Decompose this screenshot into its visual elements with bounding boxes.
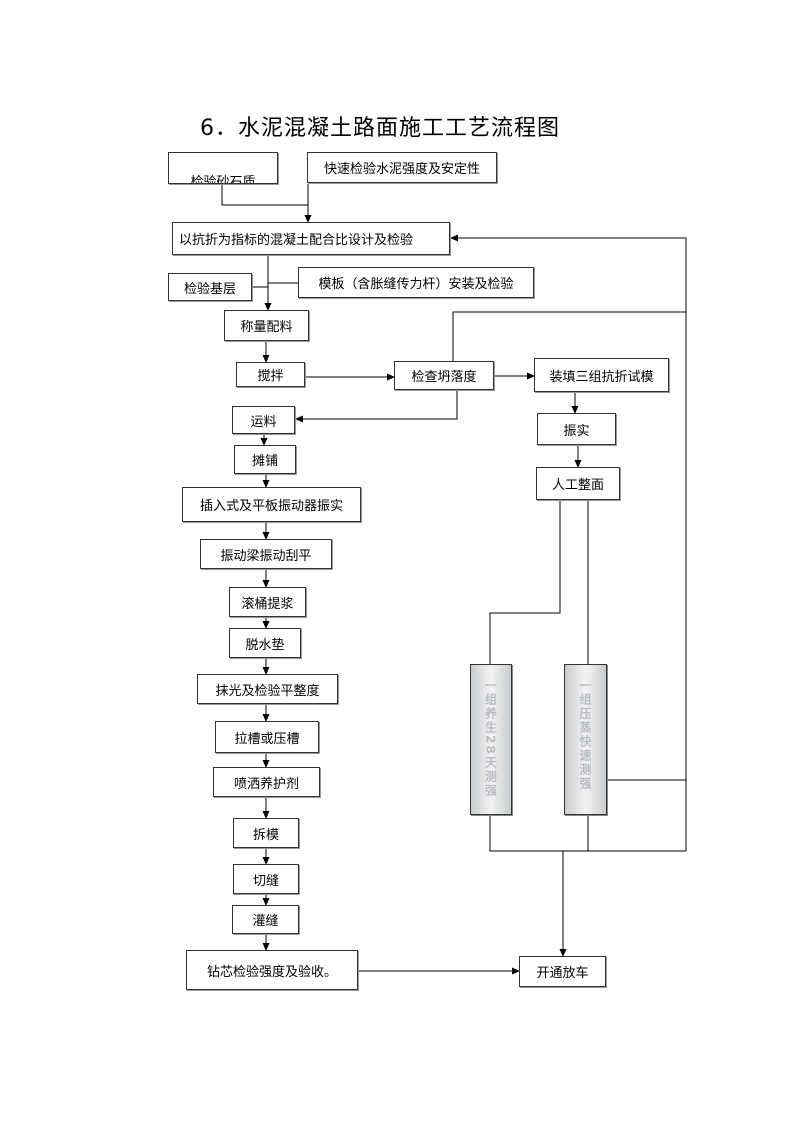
node-trowel: 抹光及检验平整度 (197, 674, 338, 704)
node-aggregate-test: 检验砂石质 (168, 152, 278, 184)
node-cut-joint: 切缝 (233, 864, 299, 894)
node-manual-finish: 人工整面 (536, 467, 620, 500)
node-slump-check: 检查坍落度 (394, 361, 494, 390)
node-spread: 摊铺 (234, 445, 296, 474)
node-base-test: 检验基层 (168, 273, 252, 301)
rapid-strength-label: 一组压蒸快速测强 (578, 679, 592, 791)
node-core-acceptance: 钻芯检验强度及验收。 (186, 950, 358, 990)
node-open-traffic: 开通放车 (519, 956, 606, 987)
node-specimen-molds: 装填三组抗折试模 (534, 358, 669, 392)
node-demold: 拆模 (233, 818, 299, 848)
node-formwork: 模板（含胀缝传力杆）安装及检验 (298, 267, 534, 298)
node-roller: 滚桶提浆 (229, 587, 306, 617)
cure-28-day-label: 一组养生28天测强 (483, 679, 498, 798)
node-curing-agent: 喷洒养护剂 (213, 767, 320, 797)
node-mixing: 搅拌 (236, 362, 305, 387)
node-fill-joint: 灌缝 (232, 905, 299, 934)
node-insert-vibrator: 插入式及平板振动器振实 (182, 487, 361, 522)
node-transport: 运料 (232, 406, 295, 434)
node-weigh: 称量配料 (224, 310, 309, 341)
node-cure-28-day: 一组养生28天测强 (470, 664, 512, 815)
node-mix-design: 以抗折为指标的混凝土配合比设计及检验 (172, 222, 450, 255)
node-cement-test: 快速检验水泥强度及安定性 (307, 152, 497, 183)
node-groove: 拉槽或压槽 (215, 721, 319, 753)
node-beam-vibrate: 振动梁振动刮平 (200, 539, 332, 569)
page-title: 6．水泥混凝土路面施工工艺流程图 (200, 116, 560, 141)
node-specimen-vibrate: 振实 (537, 413, 616, 445)
node-dewater: 脱水垫 (229, 628, 301, 658)
node-rapid-strength: 一组压蒸快速测强 (564, 664, 607, 815)
